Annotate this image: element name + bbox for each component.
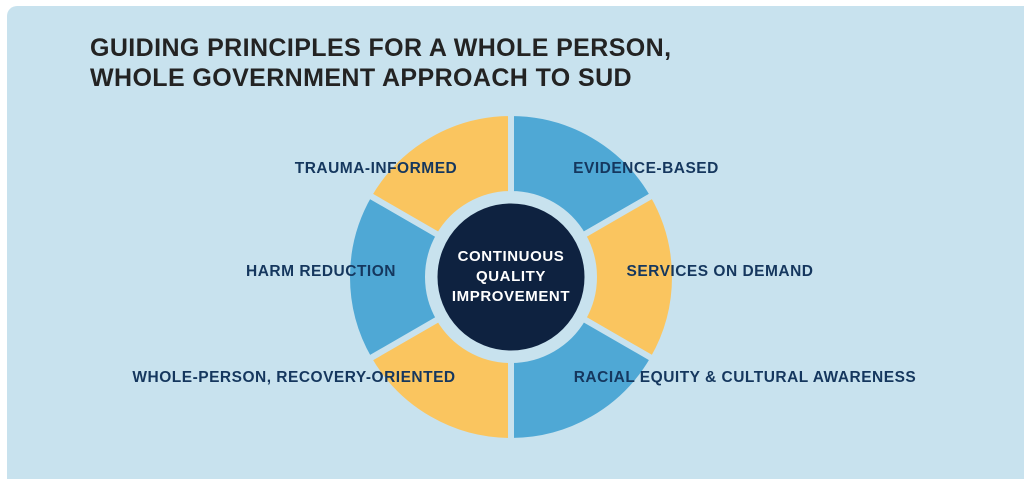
center-circle [432, 198, 590, 356]
label-whole-person-recovery-oriented: WHOLE-PERSON, RECOVERY-ORIENTED [132, 369, 456, 386]
label-services-on-demand: SERVICES ON DEMAND [626, 263, 814, 280]
segment-harm-reduction [344, 192, 443, 362]
segment-services-on-demand [579, 192, 678, 362]
page-title-line-1: GUIDING PRINCIPLES FOR A WHOLE PERSON, [90, 34, 672, 62]
center-label-line-1: CONTINUOUS [457, 248, 565, 265]
donut-chart [344, 110, 678, 444]
segment-evidence-based [508, 110, 657, 239]
donut-center-label: CONTINUOUS QUALITY IMPROVEMENT [426, 247, 596, 307]
segment-trauma-informed [365, 110, 514, 239]
center-label-line-3: IMPROVEMENT [451, 288, 571, 305]
page-title-line-2: WHOLE GOVERNMENT APPROACH TO SUD [90, 64, 632, 92]
label-trauma-informed: TRAUMA-INFORMED [294, 160, 458, 177]
label-racial-equity-cultural-awareness: RACIAL EQUITY & CULTURAL AWARENESS [573, 369, 917, 386]
label-harm-reduction: HARM REDUCTION [246, 263, 396, 280]
segment-whole-person-recovery-oriented [365, 315, 514, 444]
page-title: GUIDING PRINCIPLES FOR A WHOLE PERSON, W… [90, 33, 671, 93]
diagram-card: GUIDING PRINCIPLES FOR A WHOLE PERSON, W… [7, 6, 1024, 479]
segment-racial-equity-cultural-awareness [508, 315, 657, 444]
label-evidence-based: EVIDENCE-BASED [573, 160, 719, 177]
center-label-line-2: QUALITY [475, 268, 547, 285]
